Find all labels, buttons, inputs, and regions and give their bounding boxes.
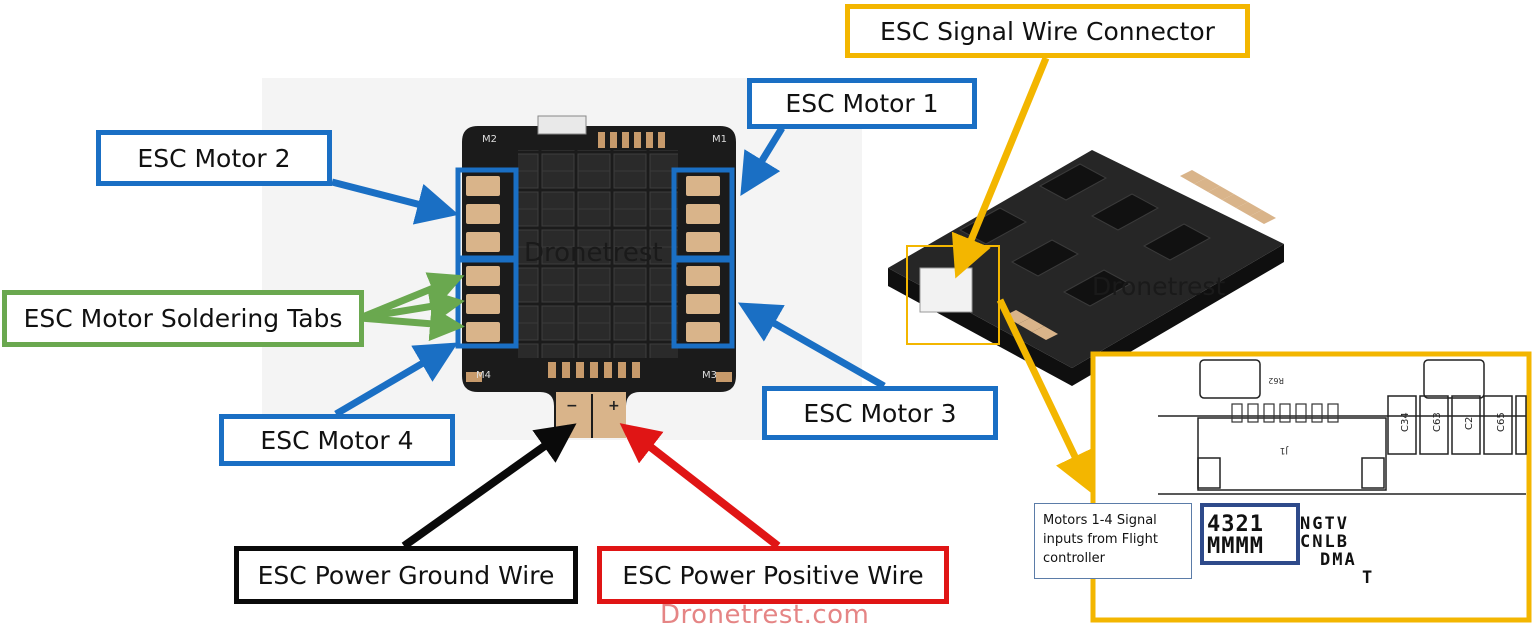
pin-labels-row-2: CNLB <box>1300 532 1349 552</box>
label-esc-signal-wire-connector: ESC Signal Wire Connector <box>845 4 1250 58</box>
label-esc-power-ground-wire: ESC Power Ground Wire <box>234 546 578 604</box>
inset-linework <box>1158 359 1527 495</box>
label-esc-motor-2: ESC Motor 2 <box>96 130 332 186</box>
signal-inputs-note: Motors 1-4 Signal inputs from Flight con… <box>1034 503 1192 579</box>
label-esc-motor-soldering-tabs: ESC Motor Soldering Tabs <box>2 290 364 347</box>
corner-pads <box>466 372 732 382</box>
pad-label: R62 <box>1268 376 1284 385</box>
corner-label-m4: M4 <box>476 370 491 381</box>
angled-pads <box>1004 170 1276 340</box>
pin-labels-row-3: DMA <box>1320 550 1357 570</box>
angled-pcb <box>888 150 1284 368</box>
site-watermark: Dronetrest.com <box>660 600 870 630</box>
arrow-tabs-upper <box>358 272 465 322</box>
connector-detail-inset: C34 C63 C2 C65 J1 R62 <box>1090 351 1532 623</box>
arrow-signal-connector <box>951 56 1050 279</box>
inset-frame <box>1090 351 1532 623</box>
arrow-motor4 <box>334 342 459 418</box>
angled-pcb-side <box>888 244 1284 386</box>
cap-label-c63: C63 <box>1432 412 1443 432</box>
esc-board-angled-view <box>888 150 1284 386</box>
corner-label-m3: M3 <box>702 370 717 381</box>
motor3-pads <box>686 266 720 342</box>
label-esc-power-positive-wire: ESC Power Positive Wire <box>597 546 949 604</box>
cap-label-c34: C34 <box>1400 412 1411 432</box>
motor-pin-numbers: 4321 <box>1207 512 1264 537</box>
cap-label-c2: C2 <box>1464 417 1475 430</box>
arrow-connector-to-inset <box>996 298 1094 495</box>
motor2-pads <box>466 176 500 252</box>
label-esc-motor-4: ESC Motor 4 <box>219 414 455 466</box>
arrow-tabs-middle <box>359 289 465 324</box>
chip-label: J1 <box>1280 445 1289 455</box>
motor3-pad-highlight <box>671 257 735 349</box>
label-esc-motor-3: ESC Motor 3 <box>762 386 998 440</box>
label-esc-motor-1: ESC Motor 1 <box>747 78 977 129</box>
arrow-motor2 <box>331 178 459 225</box>
arrow-tabs-lower <box>359 306 465 342</box>
angled-signal-connector <box>919 267 973 313</box>
top-edge-pads <box>598 132 665 148</box>
motor1-pads <box>686 176 720 252</box>
signal-connector-top <box>537 115 587 135</box>
pin-labels-row-1: NGTV <box>1300 514 1349 534</box>
pin-labels-row-4: T <box>1362 568 1375 588</box>
motor-signal-pins-highlight <box>1200 503 1300 565</box>
callout-arrows <box>331 56 1094 550</box>
arrow-ground-wire <box>401 423 577 550</box>
corner-label-m2: M2 <box>482 134 497 145</box>
inset-connector-pins <box>1231 403 1339 423</box>
pad-plus-label: + <box>608 398 620 414</box>
bottom-edge-pads <box>548 362 640 378</box>
motor4-pads <box>466 266 500 342</box>
corner-label-m1: M1 <box>712 134 727 145</box>
arrow-motor1 <box>740 126 785 196</box>
arrow-motor3 <box>737 302 886 390</box>
pad-minus-label: − <box>566 398 578 414</box>
arrow-positive-wire <box>619 423 781 550</box>
cap-label-c65: C65 <box>1496 412 1507 432</box>
chip-matrix <box>518 150 678 358</box>
motor-pin-letters: MMMM <box>1207 534 1264 559</box>
esc-board-top-view: M2 M1 M4 M3 − + <box>262 78 862 440</box>
